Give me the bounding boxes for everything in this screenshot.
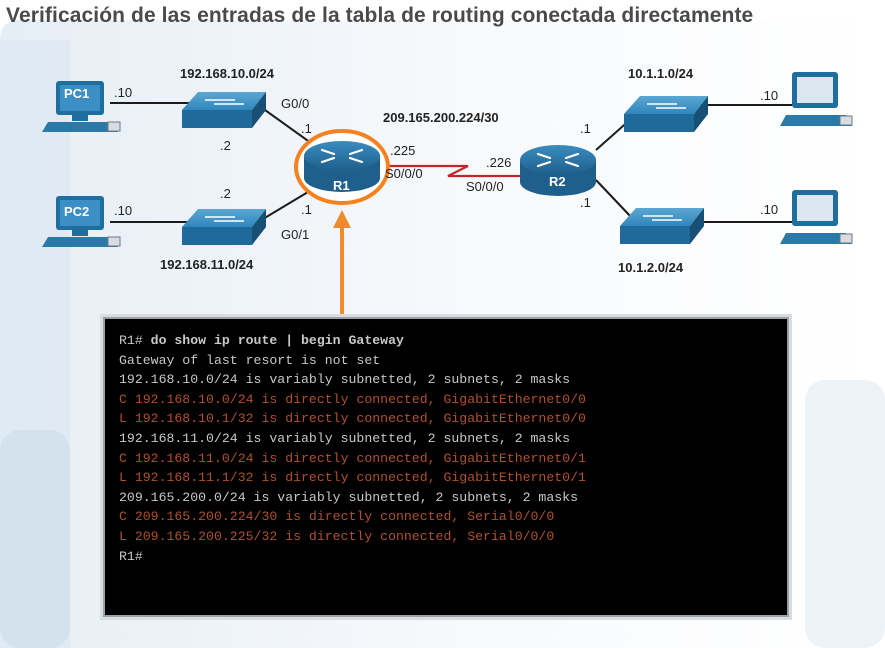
wan-network: 209.165.200.224/30 — [383, 110, 499, 125]
pc2-icon — [42, 196, 121, 247]
r2-label: R2 — [549, 174, 566, 189]
terminal-line: L 209.165.200.225/32 is directly connect… — [119, 528, 555, 544]
r1-s000-label: S0/0/0 — [385, 166, 423, 181]
terminal-line: Gateway of last resort is not set — [119, 352, 381, 368]
r2-s000-ip: .226 — [486, 155, 512, 170]
switch-2-icon — [182, 209, 266, 245]
pc1-label: PC1 — [64, 86, 90, 101]
pc2-ip: .10 — [114, 203, 133, 218]
r1-label: R1 — [333, 178, 350, 193]
pc1-ip: .10 — [114, 85, 133, 100]
pc-right-bottom-icon — [780, 190, 853, 244]
terminal-line: L 192.168.10.1/32 is directly connected,… — [119, 411, 586, 427]
switch1-ip: .2 — [220, 138, 231, 153]
terminal-line: 209.165.200.0/24 is variably subnetted, … — [119, 489, 578, 505]
r1-g00-ip: .1 — [301, 121, 312, 136]
switch-1-icon — [182, 92, 266, 128]
pc2-label: PC2 — [64, 204, 90, 219]
terminal-line: R1# — [119, 548, 143, 564]
pc1-icon — [42, 81, 121, 132]
terminal-line: R1# do show ip route | begin Gateway — [119, 331, 586, 351]
terminal-line: C 192.168.10.0/24 is directly connected,… — [119, 391, 586, 407]
terminal-line: C 209.165.200.224/30 is directly connect… — [119, 509, 555, 525]
switch-4-icon — [620, 208, 704, 244]
switch-3-icon — [624, 96, 708, 132]
lan1-network: 192.168.10.0/24 — [180, 66, 274, 81]
terminal-line: 192.168.11.0/24 is variably subnetted, 2… — [119, 430, 571, 446]
r1-g01-label: G0/1 — [281, 227, 310, 242]
r1-g00-label: G0/0 — [281, 96, 310, 111]
terminal-line: 192.168.10.0/24 is variably subnetted, 2… — [119, 372, 571, 388]
router-r1-icon — [294, 129, 390, 205]
serial-link — [385, 164, 526, 178]
pc-right-top-icon — [780, 72, 853, 126]
terminal-line: L 192.168.11.1/32 is directly connected,… — [119, 470, 586, 486]
r2-bottom-ip: .1 — [580, 195, 591, 210]
terminal-command: do show ip route | begin Gateway — [150, 333, 404, 348]
page-title: Verificación de las entradas de la tabla… — [6, 4, 754, 27]
terminal-prompt: R1# — [119, 333, 151, 348]
rlan1-network: 10.1.1.0/24 — [628, 66, 694, 81]
rlan2-network: 10.1.2.0/24 — [618, 260, 684, 275]
right-pc-bottom-ip: .10 — [760, 202, 779, 217]
r1-g01-ip: .1 — [301, 202, 312, 217]
r1-s000-ip: .225 — [390, 143, 416, 158]
pointer-arrow — [333, 210, 351, 318]
router-r2-icon — [520, 145, 596, 196]
lan2-network: 192.168.11.0/24 — [160, 257, 254, 272]
terminal-line: C 192.168.11.0/24 is directly connected,… — [119, 450, 586, 466]
r2-s000-label: S0/0/0 — [466, 179, 504, 194]
r2-top-ip: .1 — [580, 121, 591, 136]
right-pc-top-ip: .10 — [760, 88, 779, 103]
switch2-ip: .2 — [220, 186, 231, 201]
